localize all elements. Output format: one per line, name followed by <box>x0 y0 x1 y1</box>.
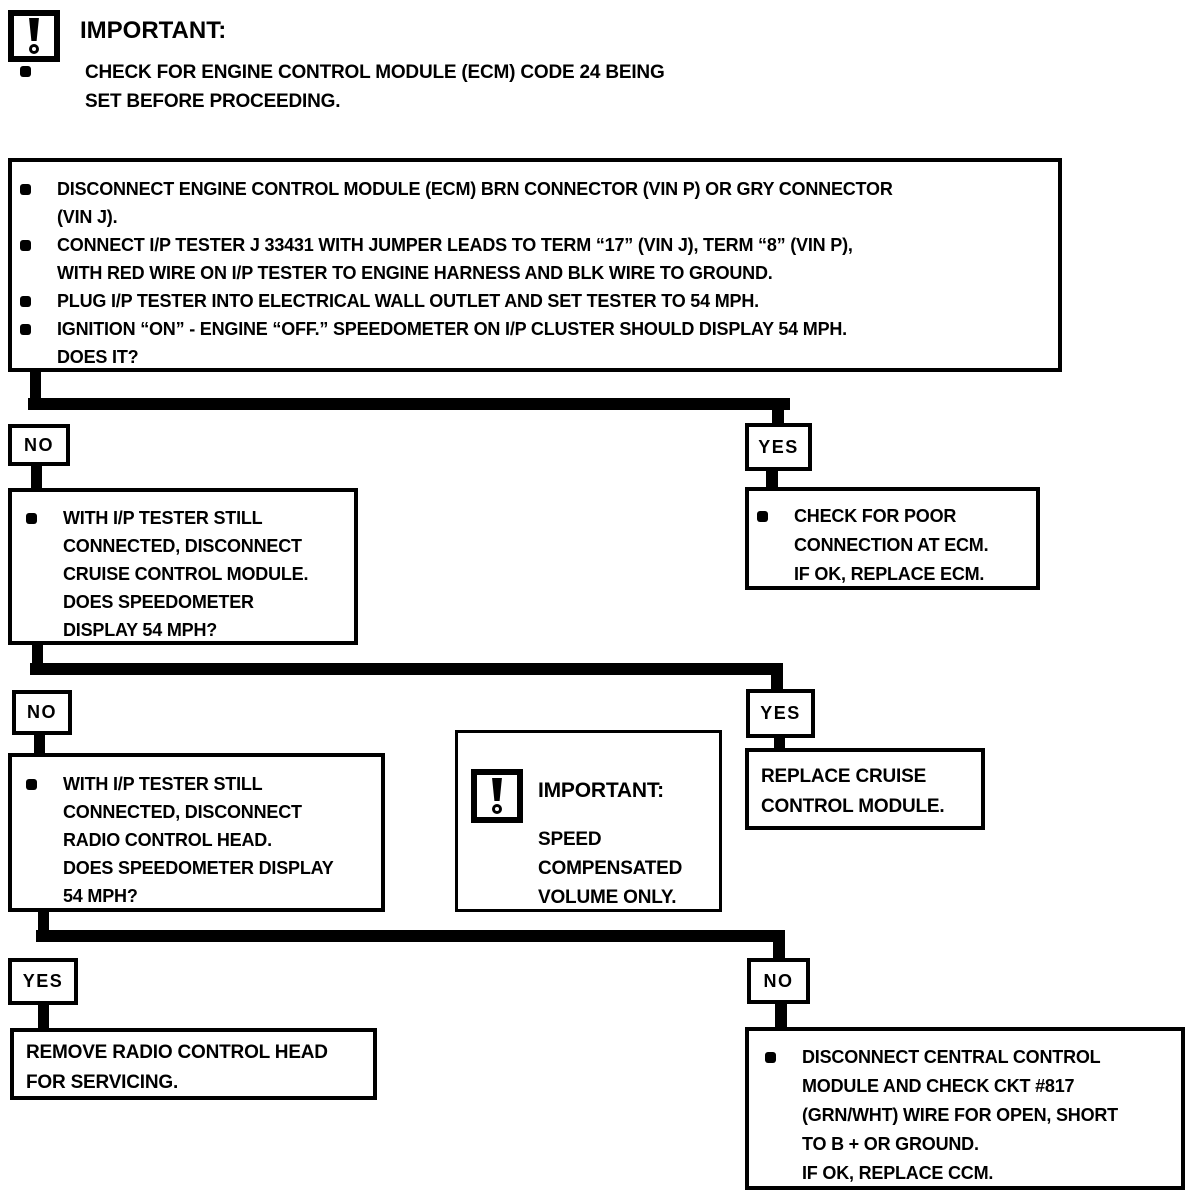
radio-test-box: WITH I/P TESTER STILL CONNECTED, DISCONN… <box>8 753 385 912</box>
connector-line <box>31 466 42 488</box>
remove-radio-text: REMOVE RADIO CONTROL HEAD FOR SERVICING. <box>26 1042 328 1093</box>
ecm-check-box: CHECK FOR POOR CONNECTION AT ECM. IF OK,… <box>745 487 1040 590</box>
connector-line <box>775 1004 787 1028</box>
important-note-body: SPEED COMPENSATED VOLUME ONLY. <box>538 829 683 908</box>
connector-line <box>772 400 784 424</box>
important-exclamation-icon <box>8 10 60 62</box>
branch2-yes-label: YES <box>746 689 815 738</box>
connector-line <box>30 372 41 404</box>
ccm-check-bullet-row: DISCONNECT CENTRAL CONTROL MODULE AND CH… <box>749 1043 1181 1188</box>
connector-line <box>771 665 783 690</box>
connector-line <box>773 932 785 958</box>
procedure-step-4: IGNITION “ON” - ENGINE “OFF.” SPEEDOMETE… <box>57 319 847 367</box>
connector-line <box>30 663 783 675</box>
remove-radio-box: REMOVE RADIO CONTROL HEAD FOR SERVICING. <box>10 1028 377 1100</box>
radio-test-text: WITH I/P TESTER STILL CONNECTED, DISCONN… <box>63 774 334 906</box>
bullet-icon <box>765 1052 776 1063</box>
ccm-check-box: DISCONNECT CENTRAL CONTROL MODULE AND CH… <box>745 1027 1185 1190</box>
cruise-test-bullet-row: WITH I/P TESTER STILL CONNECTED, DISCONN… <box>12 504 354 644</box>
bullet-icon <box>26 513 37 524</box>
branch2-no-label: NO <box>12 690 72 735</box>
procedure-box: DISCONNECT ENGINE CONTROL MODULE (ECM) B… <box>8 158 1062 372</box>
important-note-title: IMPORTANT: <box>538 779 664 802</box>
bullet-icon <box>20 184 31 195</box>
connector-line <box>774 738 785 755</box>
ccm-check-text: DISCONNECT CENTRAL CONTROL MODULE AND CH… <box>802 1047 1118 1183</box>
procedure-step-1: DISCONNECT ENGINE CONTROL MODULE (ECM) B… <box>57 179 893 227</box>
procedure-step-3: PLUG I/P TESTER INTO ELECTRICAL WALL OUT… <box>57 291 759 311</box>
bullet-icon <box>26 779 37 790</box>
bullet-icon <box>20 240 31 251</box>
ecm-check-text: CHECK FOR POOR CONNECTION AT ECM. IF OK,… <box>794 506 989 584</box>
bullet-icon <box>20 66 31 77</box>
connector-line <box>34 735 45 753</box>
procedure-bullet-row: PLUG I/P TESTER INTO ELECTRICAL WALL OUT… <box>12 287 1058 315</box>
connector-line <box>38 912 49 936</box>
procedure-bullet-row: IGNITION “ON” - ENGINE “OFF.” SPEEDOMETE… <box>12 315 1058 371</box>
cruise-test-text: WITH I/P TESTER STILL CONNECTED, DISCONN… <box>63 508 309 640</box>
connector-line <box>28 398 790 410</box>
important-note-box: IMPORTANT: SPEED COMPENSATED VOLUME ONLY… <box>455 730 722 912</box>
connector-line <box>38 1005 49 1028</box>
procedure-bullet-row: DISCONNECT ENGINE CONTROL MODULE (ECM) B… <box>12 175 1058 231</box>
connector-line <box>32 645 43 669</box>
branch1-yes-label: YES <box>745 423 812 471</box>
cruise-test-box: WITH I/P TESTER STILL CONNECTED, DISCONN… <box>8 488 358 645</box>
header-important-label: IMPORTANT: <box>80 17 227 44</box>
branch3-yes-label: YES <box>8 958 78 1005</box>
important-exclamation-icon <box>471 769 523 823</box>
bullet-icon <box>20 296 31 307</box>
bullet-icon <box>20 324 31 335</box>
header-note: CHECK FOR ENGINE CONTROL MODULE (ECM) CO… <box>85 62 665 112</box>
replace-cruise-box: REPLACE CRUISE CONTROL MODULE. <box>745 748 985 830</box>
branch3-no-label: NO <box>747 958 810 1004</box>
bullet-icon <box>757 511 768 522</box>
exclamation-dot <box>29 44 39 54</box>
procedure-step-2: CONNECT I/P TESTER J 33431 WITH JUMPER L… <box>57 235 853 283</box>
connector-line <box>766 471 778 487</box>
exclamation-dot <box>492 804 502 814</box>
exclamation-bar <box>29 18 39 41</box>
branch1-no-label: NO <box>8 424 70 466</box>
ecm-check-bullet-row: CHECK FOR POOR CONNECTION AT ECM. IF OK,… <box>749 502 1036 589</box>
connector-line <box>36 930 785 942</box>
radio-test-bullet-row: WITH I/P TESTER STILL CONNECTED, DISCONN… <box>12 770 381 910</box>
replace-cruise-text: REPLACE CRUISE CONTROL MODULE. <box>761 766 945 817</box>
procedure-bullet-row: CONNECT I/P TESTER J 33431 WITH JUMPER L… <box>12 231 1058 287</box>
exclamation-bar <box>492 778 502 801</box>
